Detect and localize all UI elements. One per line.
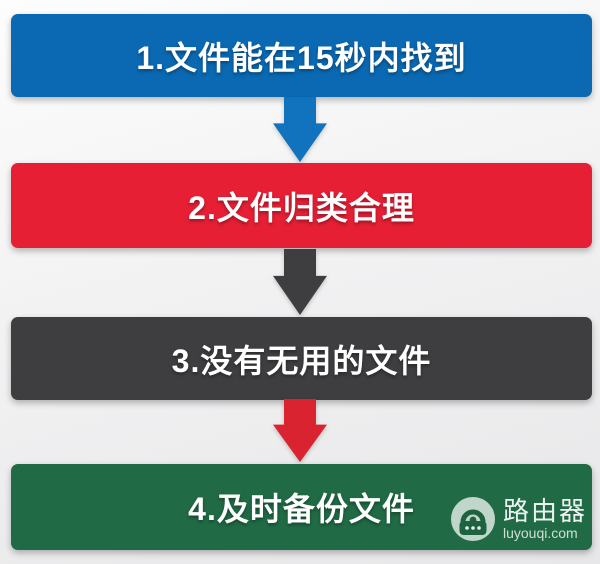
step-label-1: 1.文件能在15秒内找到 bbox=[136, 39, 467, 76]
down-arrow-icon-3 bbox=[273, 399, 327, 462]
step-box-3: 3.没有无用的文件 bbox=[11, 317, 592, 400]
down-arrow-icon-1 bbox=[273, 97, 327, 162]
watermark-text: 路由器 luyouqi.com bbox=[503, 497, 587, 541]
watermark-brand: 路由器 bbox=[502, 496, 587, 526]
step-label-3: 3.没有无用的文件 bbox=[171, 342, 432, 379]
watermark-domain: luyouqi.com bbox=[502, 525, 578, 541]
step-label-4: 4.及时备份文件 bbox=[188, 491, 415, 527]
step-label-2: 2.文件归类合理 bbox=[188, 189, 415, 226]
step-box-4: 4.及时备份文件 bbox=[11, 464, 592, 550]
router-icon bbox=[450, 497, 495, 541]
down-arrow-icon-2 bbox=[273, 249, 327, 315]
step-box-2: 2.文件归类合理 bbox=[11, 163, 592, 248]
step-box-1: 1.文件能在15秒内找到 bbox=[11, 14, 592, 97]
watermark: 路由器 luyouqi.com bbox=[450, 497, 587, 541]
